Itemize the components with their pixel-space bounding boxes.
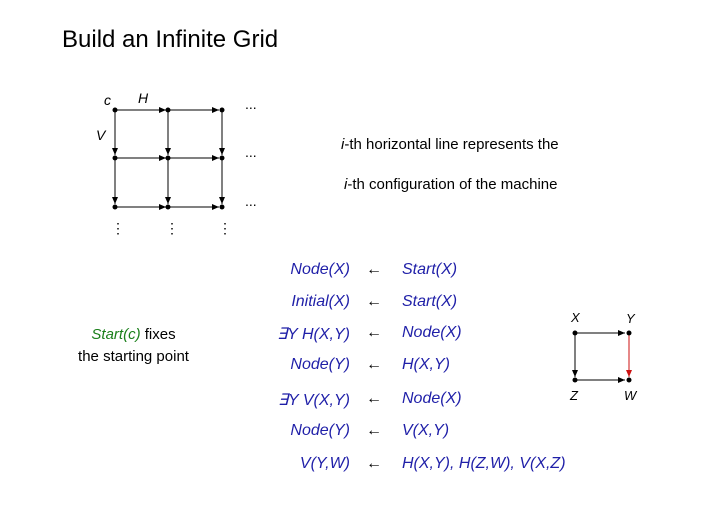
grid-hdots: ... xyxy=(245,144,257,160)
grid-node xyxy=(112,107,118,113)
rule-arrow: ← xyxy=(366,293,382,310)
rule-arrow: ← xyxy=(366,261,382,278)
rule-arrow: ← xyxy=(366,324,382,341)
rule-arrow: ← xyxy=(366,356,382,373)
small-label-x: X xyxy=(571,310,580,325)
grid-vdots: ⋮ xyxy=(111,220,125,236)
start-term: Start(c) xyxy=(91,326,141,343)
small-label-z: Z xyxy=(570,388,578,403)
small-label-y: Y xyxy=(626,311,635,326)
slide-title: Build an Infinite Grid xyxy=(62,26,279,53)
rule-lhs: Node(Y) xyxy=(290,422,350,439)
rule-rhs: H(X,Y) xyxy=(402,356,450,373)
rule-rhs: V(X,Y) xyxy=(402,422,450,439)
side-note: Start(c) fixes the starting point xyxy=(56,324,211,368)
rule-rhs: Node(X) xyxy=(402,390,462,407)
grid-node xyxy=(219,107,225,113)
grid-node xyxy=(165,107,171,113)
rule-lhs: Initial(X) xyxy=(291,293,350,310)
grid-node xyxy=(219,155,225,161)
rule-arrow: ← xyxy=(366,455,382,472)
grid-hdots: ... xyxy=(245,193,257,209)
small-label-w: W xyxy=(624,388,637,403)
rule-lhs: ∃Y V(X,Y) xyxy=(277,392,350,409)
small-diagram xyxy=(572,330,632,383)
grid-hdots: ... xyxy=(245,96,257,112)
rule-lhs: ∃Y H(X,Y) xyxy=(277,326,350,343)
rule-rhs: H(X,Y), H(Z,W), V(X,Z) xyxy=(402,455,566,472)
side-note-line2: the starting point xyxy=(78,348,189,365)
grid-node xyxy=(112,204,118,210)
edge-label-v: V xyxy=(96,127,106,143)
note-line-2: i-th configuration of the machine xyxy=(344,176,558,193)
grid-node xyxy=(219,204,225,210)
rule-lhs: Node(Y) xyxy=(290,356,350,373)
rule-rhs: Start(X) xyxy=(402,261,458,278)
rule-lhs: V(Y,W) xyxy=(299,455,350,472)
grid-node xyxy=(112,155,118,161)
node-label-c: c xyxy=(104,92,111,108)
rule-lhs: Node(X) xyxy=(290,261,350,278)
rule-arrow: ← xyxy=(366,390,382,407)
rule-rhs: Node(X) xyxy=(402,324,462,341)
grid-node xyxy=(165,155,171,161)
grid-node xyxy=(165,204,171,210)
rule-arrow: ← xyxy=(366,422,382,439)
grid-vdots: ⋮ xyxy=(165,220,179,236)
edge-label-h: H xyxy=(138,90,149,106)
grid-vdots: ⋮ xyxy=(218,220,232,236)
rule-rhs: Start(X) xyxy=(402,293,458,310)
note-line-1: i-th horizontal line represents the xyxy=(341,136,559,153)
